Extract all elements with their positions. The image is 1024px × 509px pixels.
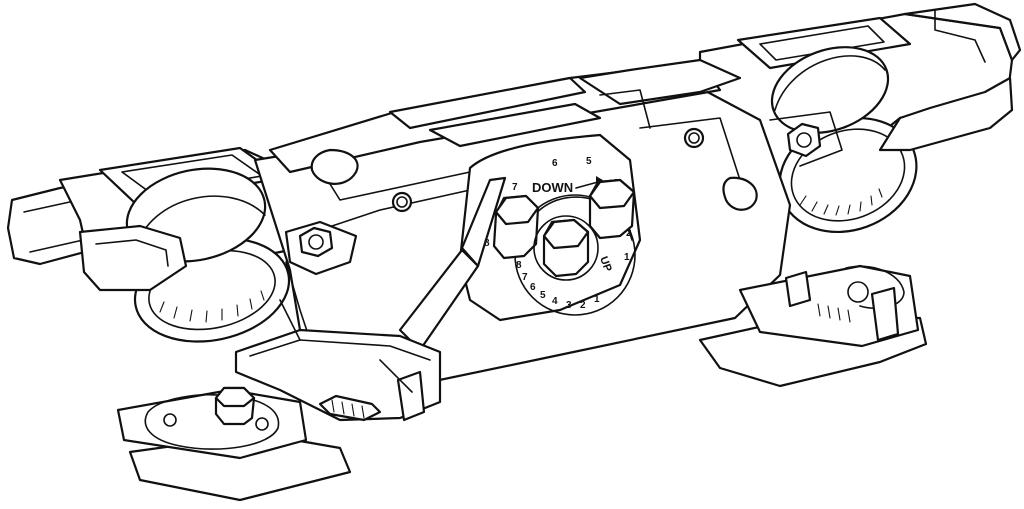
up-scale-7: 7 bbox=[522, 272, 528, 283]
up-scale-5: 5 bbox=[540, 290, 546, 301]
right-mounting-plate bbox=[698, 264, 928, 388]
up-scale-8: 8 bbox=[516, 260, 522, 271]
down-scale-6: 6 bbox=[552, 158, 558, 169]
up-scale-6: 6 bbox=[530, 282, 536, 293]
left-mounting-plate bbox=[116, 386, 352, 502]
down-scale-1: 1 bbox=[624, 252, 630, 263]
down-label: DOWN bbox=[532, 180, 573, 195]
down-scale-5: 5 bbox=[586, 156, 592, 167]
down-scale-7: 7 bbox=[512, 182, 518, 193]
up-scale-3: 3 bbox=[566, 300, 572, 311]
up-scale-4: 4 bbox=[552, 296, 558, 307]
hex-nut-left bbox=[284, 220, 358, 341]
adjustment-dial: DOWN UP 8 7 6 5 4 3 2 1 1 2 3 4 5 6 7 8 bbox=[484, 156, 632, 311]
left-wheel-assembly bbox=[6, 146, 302, 343]
hex-nut-right bbox=[769, 111, 843, 167]
down-scale-2: 2 bbox=[626, 228, 632, 239]
up-scale-2: 2 bbox=[580, 300, 586, 311]
left-mounting-bracket bbox=[234, 299, 442, 422]
bolt-center bbox=[533, 215, 599, 281]
bolt-upper-right bbox=[588, 178, 636, 240]
up-scale: 1 2 3 4 5 6 7 8 bbox=[516, 260, 600, 311]
down-scale-8: 8 bbox=[484, 238, 490, 249]
up-scale-1: 1 bbox=[594, 294, 600, 305]
down-arrow-icon bbox=[575, 181, 599, 189]
bolt-upper-left bbox=[492, 194, 540, 260]
up-label: UP bbox=[597, 255, 614, 273]
